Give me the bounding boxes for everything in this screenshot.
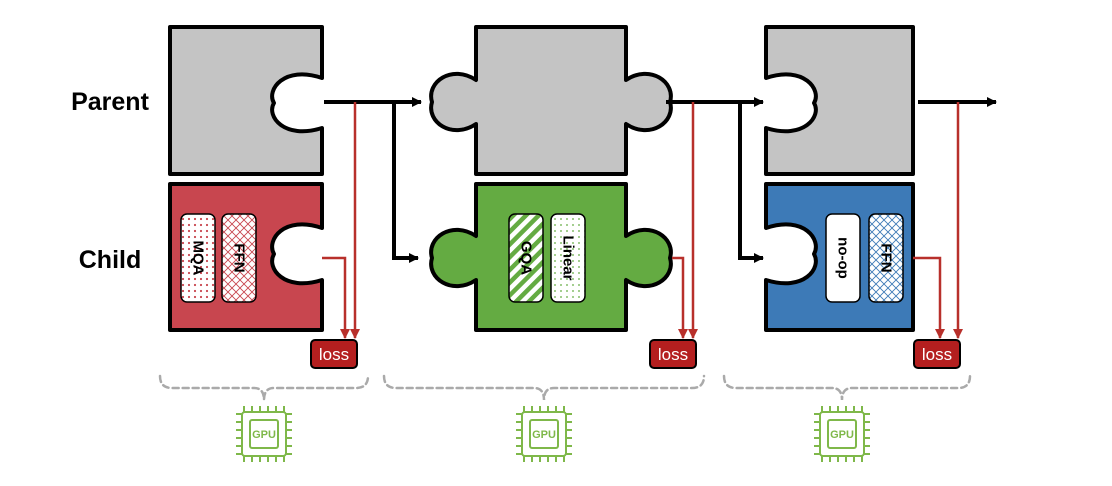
mqa-label: MQA (190, 241, 207, 276)
child-row-label: Child (79, 246, 142, 274)
loss-arrow-child-3 (913, 256, 945, 339)
no-op-module (825, 213, 861, 303)
gpu-label-1: GPU (252, 429, 276, 441)
loss-label-3: loss (922, 345, 952, 364)
ffn-label-1: FFN (231, 243, 248, 272)
linear-label: Linear (560, 235, 577, 280)
loss-label-1: loss (319, 345, 349, 364)
parent-puzzle-piece-2 (429, 25, 673, 176)
gpu-icon-2: GPU (516, 406, 572, 462)
gpu-brace-1 (158, 374, 370, 401)
gpu-label-2: GPU (532, 429, 556, 441)
loss-arrows (322, 102, 963, 339)
ffn-module-3 (868, 213, 904, 303)
loss-box-3: loss (913, 339, 961, 369)
loss-arrow-child-2 (672, 256, 688, 339)
loss-arrow-child-1 (322, 256, 350, 339)
gqa-label: GQA (518, 241, 535, 275)
gpu-brace-3 (722, 374, 972, 401)
linear-module (550, 213, 586, 303)
no-op-label: no-op (835, 237, 852, 279)
loss-box-2: loss (649, 339, 697, 369)
flow-arrow-p2-c3 (738, 102, 764, 263)
parent-puzzle-piece-1 (168, 25, 324, 176)
loss-box-1: loss (310, 339, 358, 369)
parent-puzzle-piece-3 (764, 25, 915, 176)
gpu-icon-3: GPU (814, 406, 870, 462)
ffn-module-1 (221, 213, 257, 303)
ffn-label-3: FFN (878, 243, 895, 272)
gpu-braces (158, 374, 972, 401)
flow-arrow-p1-c2 (392, 102, 419, 263)
gpu-label-3: GPU (830, 429, 854, 441)
gpu-brace-2 (382, 374, 706, 401)
mqa-module (180, 213, 216, 303)
loss-label-2: loss (658, 345, 688, 364)
parent-row-label: Parent (71, 88, 149, 116)
gqa-module (508, 213, 544, 303)
gpu-icon-1: GPU (236, 406, 292, 462)
